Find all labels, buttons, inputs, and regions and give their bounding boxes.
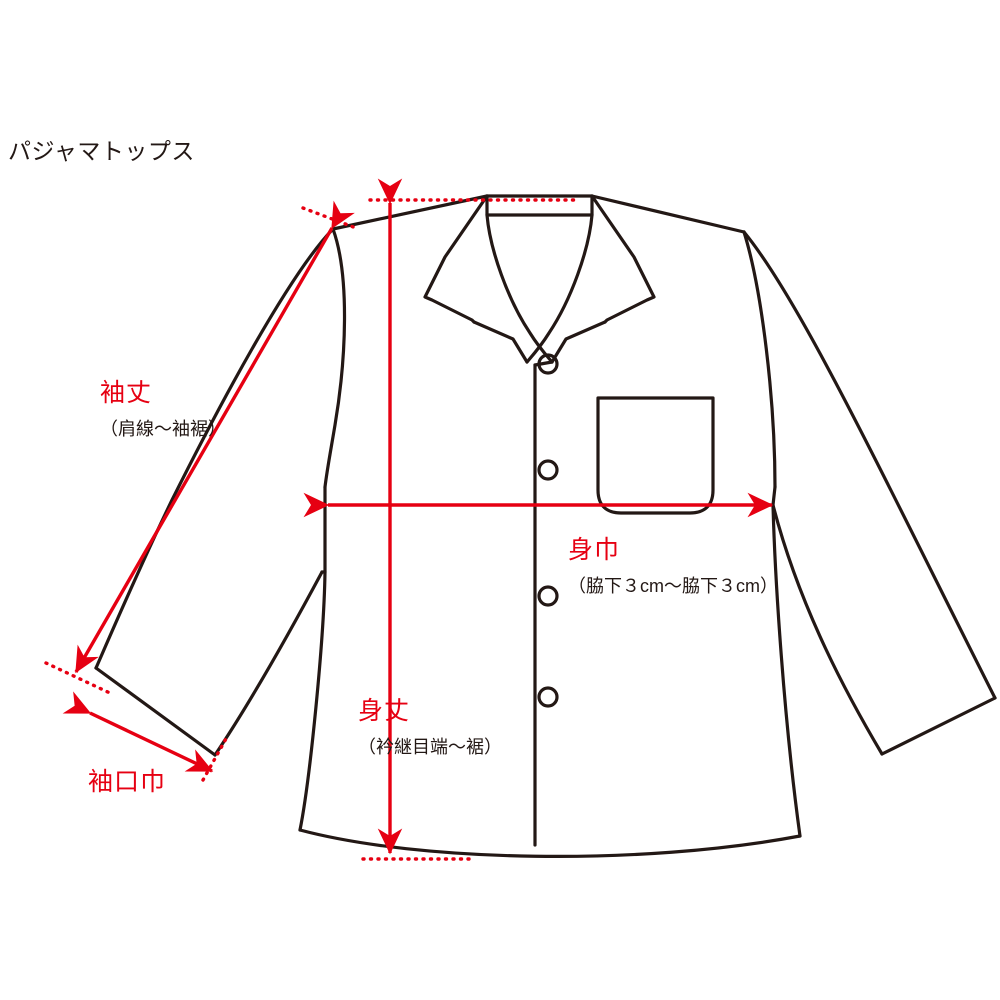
measurement-label-body-length: 身丈 （衿継目端〜裾） <box>358 691 502 759</box>
left-collar-point <box>472 320 529 364</box>
right-cuff-edge <box>880 696 997 756</box>
garment-outline <box>94 194 997 858</box>
body-length-detail: （衿継目端〜裾） <box>358 737 502 757</box>
body-width-detail: （脇下３cm〜脇下３cm） <box>568 576 778 596</box>
left-body-side <box>298 485 327 832</box>
button-2 <box>537 459 559 481</box>
measurement-label-body-width: 身巾 （脇下３cm〜脇下３cm） <box>568 530 778 598</box>
body-length-name: 身丈 <box>358 697 411 725</box>
button-3 <box>537 585 559 607</box>
right-collar-point <box>550 320 607 364</box>
measurement-label-sleeve-length: 袖丈 （肩線〜袖裾） <box>100 373 226 441</box>
cuff-width-arrow <box>62 691 214 773</box>
left-armhole-seam <box>323 227 347 489</box>
left-shoulder-seam <box>331 194 489 231</box>
right-body-side <box>771 485 802 838</box>
right-collar-roll <box>525 213 594 364</box>
right-shoulder-seam <box>590 194 746 234</box>
sleeve-length-arrow <box>74 200 355 674</box>
bottom-hem <box>298 828 802 858</box>
right-lapel <box>590 194 656 324</box>
button-4 <box>537 686 559 708</box>
chest-pocket <box>596 396 715 515</box>
left-lapel <box>423 194 489 324</box>
left-cuff-edge <box>94 666 217 757</box>
cuff-width-name: 袖口巾 <box>88 768 167 796</box>
left-sleeve-top-seam <box>94 227 335 670</box>
right-sleeve-under-seam <box>771 503 884 756</box>
ext-line-cuff-upper <box>44 661 114 696</box>
left-collar-roll <box>485 213 554 364</box>
ext-line-cuff-lower <box>201 735 229 782</box>
measurement-overlay <box>44 178 774 861</box>
sleeve-length-name: 袖丈 <box>100 379 153 407</box>
button-1 <box>537 353 559 375</box>
measurement-label-cuff-width: 袖口巾 <box>88 762 166 804</box>
left-sleeve-under-seam <box>213 570 324 757</box>
body-width-name: 身巾 <box>568 536 621 564</box>
page-title: パジャマトップス <box>8 138 195 164</box>
collar-band <box>485 194 594 217</box>
sleeve-length-detail: （肩線〜袖裾） <box>100 419 226 439</box>
right-sleeve-top-seam <box>742 230 997 700</box>
right-armhole-seam <box>742 230 777 489</box>
button-group <box>537 353 559 708</box>
